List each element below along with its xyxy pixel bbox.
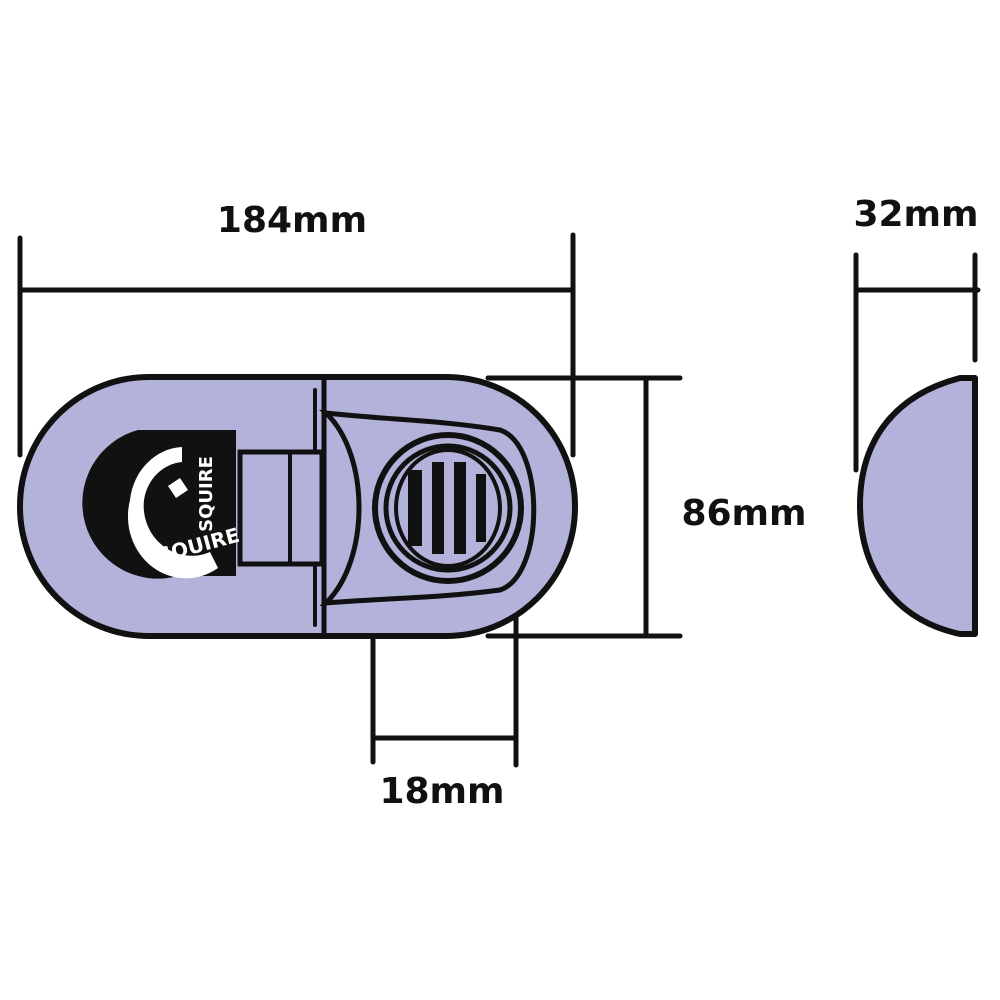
- lock-front-view: SQUIRE SQUIRE: [17, 374, 578, 639]
- height-label: 86mm: [681, 493, 806, 534]
- bolt-block: [237, 449, 325, 567]
- width-label: 184mm: [217, 200, 367, 241]
- cylinder-core: [394, 448, 502, 568]
- lock-side-view: [857, 375, 978, 637]
- logo-brand-top: SQUIRE: [196, 456, 217, 532]
- width-dimension: 184mm: [17, 200, 576, 458]
- side-profile: [857, 375, 978, 637]
- height-dimension: 86mm: [485, 375, 807, 639]
- cylinder-label: 18mm: [379, 771, 504, 812]
- depth-label: 32mm: [853, 194, 978, 235]
- squire-logo: SQUIRE SQUIRE: [82, 430, 242, 579]
- depth-dimension: 32mm: [853, 194, 981, 473]
